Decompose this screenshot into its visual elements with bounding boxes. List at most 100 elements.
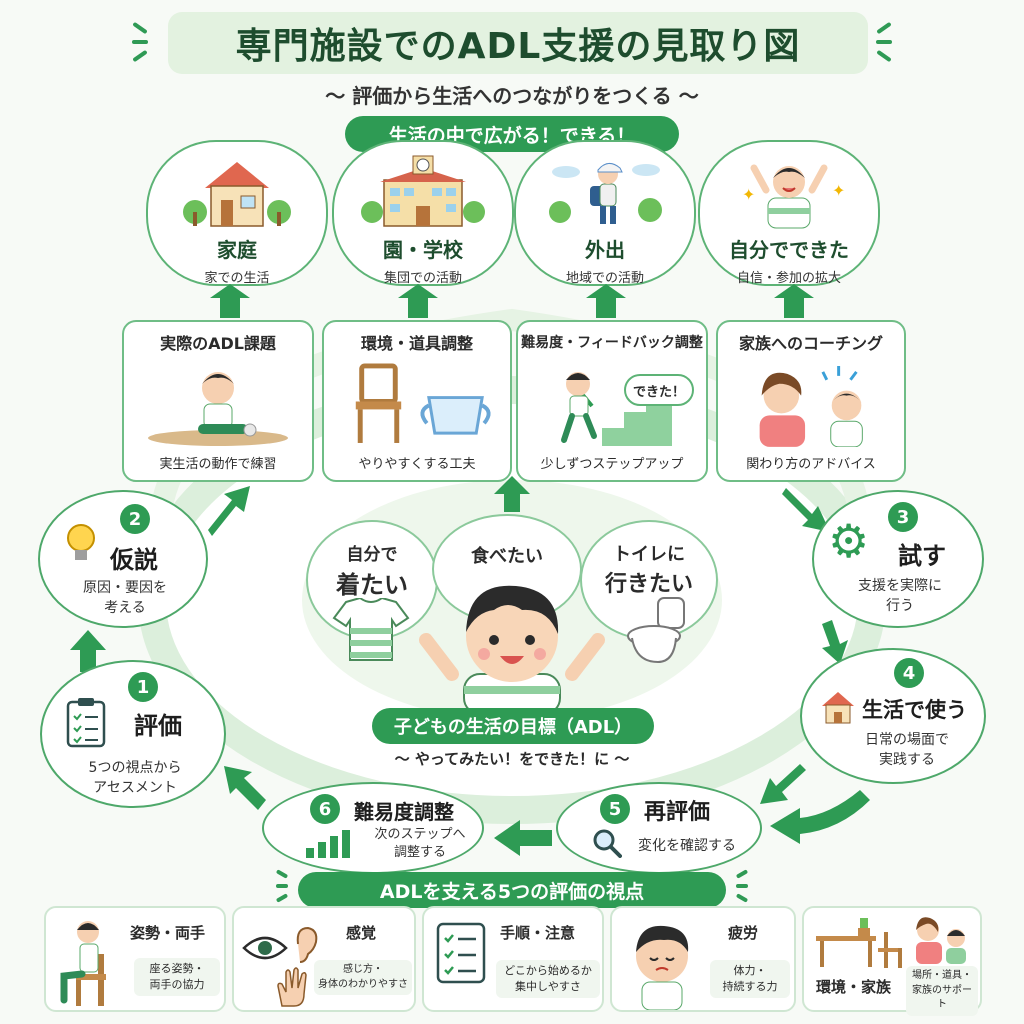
lightbulb-icon	[67, 524, 95, 560]
step-sub-line: アセスメント	[93, 780, 177, 797]
step-title: 仮説	[110, 546, 158, 574]
step-6-difficulty-adjust: 6 難易度調整 次のステップへ 調整する	[262, 782, 484, 874]
viewpoint-sub-line: 場所・道具・	[912, 970, 972, 981]
scene-sub: 地域での活動	[565, 271, 644, 286]
child-walking-icon	[549, 163, 662, 224]
card-sub: 関わり方のアドバイス	[746, 457, 876, 472]
scene-outing: 外出 地域での活動	[514, 140, 696, 286]
title-dashes-left	[132, 21, 148, 63]
viewpoint-title: 手順・注意	[500, 924, 576, 942]
scene-title: 外出	[585, 238, 625, 262]
parent-child-icon	[759, 365, 863, 447]
ear-icon	[296, 926, 318, 963]
page-subtitle: 〜 評価から生活へのつながりをつくる 〜	[325, 84, 699, 108]
viewpoint-sub: どこから始めるか 集中しやすさ	[496, 960, 600, 998]
feedback-bubble-text: できた！	[632, 384, 685, 400]
step-number: 3	[888, 502, 918, 532]
step-sub-line: 支援を実際に	[858, 578, 942, 594]
step-number: 6	[310, 794, 340, 824]
card-actual-adl: 実際のADL課題 実生活の動作で練習	[122, 320, 314, 482]
viewpoint-title: 環境・家族	[816, 978, 892, 996]
viewpoint-sub-line: 体力・	[733, 964, 767, 977]
step-number: 2	[120, 504, 150, 534]
card-title: 実際のADL課題	[160, 334, 276, 353]
card-difficulty-feedback: 難易度・フィードバック調整 できた！ 少しずつステップアップ	[516, 320, 708, 482]
step-sub: 5つの視点から アセスメント	[42, 758, 228, 799]
step-sub-line: 変化を確認する	[638, 838, 736, 854]
scene-title: 園・学校	[383, 238, 463, 262]
scene-sub: 家での生活	[204, 271, 270, 286]
step-sub: 次のステップへ 調整する	[360, 826, 480, 861]
step-sub-line: 行う	[886, 598, 914, 615]
magnifier-icon	[593, 829, 622, 858]
title-dashes-right	[876, 21, 892, 63]
viewpoint-title: 疲労	[728, 924, 759, 942]
viewpoint-title: 感覚	[346, 924, 377, 942]
scene-school: 園・学校 集団での活動	[332, 140, 514, 286]
viewpoint-sub-line: 両手の協力	[149, 977, 205, 991]
card-sub: やりやすくする工夫	[358, 457, 476, 472]
svg-text:✦: ✦	[742, 185, 755, 204]
goal-bubble-toilet: トイレに 行きたい	[580, 520, 718, 640]
step-sub-line: 調整する	[393, 844, 446, 860]
viewpoints-dashes-right	[735, 869, 749, 903]
tired-child-icon	[636, 925, 689, 1010]
goal-text: 行きたい	[604, 572, 693, 597]
step-sub-line: 5つの視点から	[88, 760, 182, 776]
viewpoint-fatigue: 疲労 体力・ 持続する力	[610, 906, 796, 1012]
step-4-use-in-life: 4 生活で使う 日常の場面で 実践する	[800, 648, 986, 784]
step-sub: 原因・要因を 考える	[40, 578, 210, 619]
viewpoint-posture: 姿勢・両手 座る姿勢・ 両手の協力	[44, 906, 226, 1012]
viewpoint-sub: 感じ方・ 身体のわかりやすさ	[314, 960, 412, 995]
stairs-icon	[561, 372, 672, 446]
viewpoint-sub-line: 家族のサポート	[912, 984, 972, 1011]
viewpoint-sub-line: 身体のわかりやすさ	[318, 978, 408, 990]
scene-sub: 自信・参加の拡大	[736, 271, 841, 286]
child-dressing-icon	[148, 372, 288, 446]
viewpoint-title: 姿勢・両手	[130, 924, 206, 942]
step-sub-line: 考える	[104, 600, 146, 617]
child-cheering-center-icon	[419, 585, 605, 714]
feedback-bubble: できた！	[624, 374, 694, 406]
card-family-coaching: 家族へのコーチング 関わり方のアドバイス	[716, 320, 906, 482]
step-number: 5	[600, 794, 630, 824]
child-sitting-icon	[60, 921, 106, 1006]
chair-and-cup-icon	[355, 363, 491, 443]
step-sub-line: 日常の場面で	[865, 732, 949, 748]
viewpoint-sub-line: 座る姿勢・	[149, 962, 205, 975]
step-2-hypothesis: 2 仮説 原因・要因を 考える	[38, 490, 208, 628]
viewpoint-sub-line: 集中しやすさ	[515, 979, 581, 993]
viewpoint-sub: 場所・道具・ 家族のサポート	[906, 966, 978, 1016]
shirt-icon	[332, 598, 410, 661]
viewpoint-sub: 体力・ 持続する力	[710, 960, 790, 998]
step-title: 再評価	[644, 800, 711, 825]
toilet-icon	[627, 597, 685, 664]
viewpoint-environment-family: 環境・家族 場所・道具・ 家族のサポート	[802, 906, 982, 1016]
clipboard-icon	[66, 698, 106, 748]
step-title: 試す	[898, 542, 946, 570]
goal-caption: 〜 やってみたい！をできた！に 〜	[394, 750, 630, 768]
checklist-icon	[436, 922, 486, 984]
card-title: 難易度・フィードバック調整	[521, 335, 703, 351]
page-title: 専門施設でのADL支援の見取り図	[168, 12, 868, 74]
table-chair-icon	[816, 918, 902, 968]
viewpoint-sub-line: 感じ方・	[343, 964, 383, 975]
step-sub-line: 次のステップへ	[374, 827, 466, 842]
step-sub: 支援を実際に 行う	[814, 576, 986, 617]
viewpoint-procedure: 手順・注意 どこから始めるか 集中しやすさ	[422, 906, 604, 1012]
card-title: 家族へのコーチング	[738, 334, 883, 353]
scene-title: 家庭	[217, 238, 257, 262]
child-cheering-icon: ✦✦	[742, 164, 845, 229]
goal-text: 食べたい	[471, 546, 543, 567]
viewpoint-sensory: 感覚 感じ方・ 身体のわかりやすさ	[232, 906, 416, 1012]
goal-label: 子どもの生活の目標（ADL）	[372, 708, 654, 744]
goal-text: トイレに	[613, 544, 685, 565]
viewpoint-sub: 座る姿勢・ 両手の協力	[134, 958, 220, 996]
step-sub-line: 実践する	[879, 752, 935, 769]
step-sub: 日常の場面で 実践する	[832, 730, 982, 771]
card-title: 環境・道具調整	[360, 334, 473, 353]
eye-icon	[242, 936, 288, 960]
card-sub: 少しずつステップアップ	[540, 457, 684, 472]
gear-icon: ⚙	[828, 514, 870, 568]
